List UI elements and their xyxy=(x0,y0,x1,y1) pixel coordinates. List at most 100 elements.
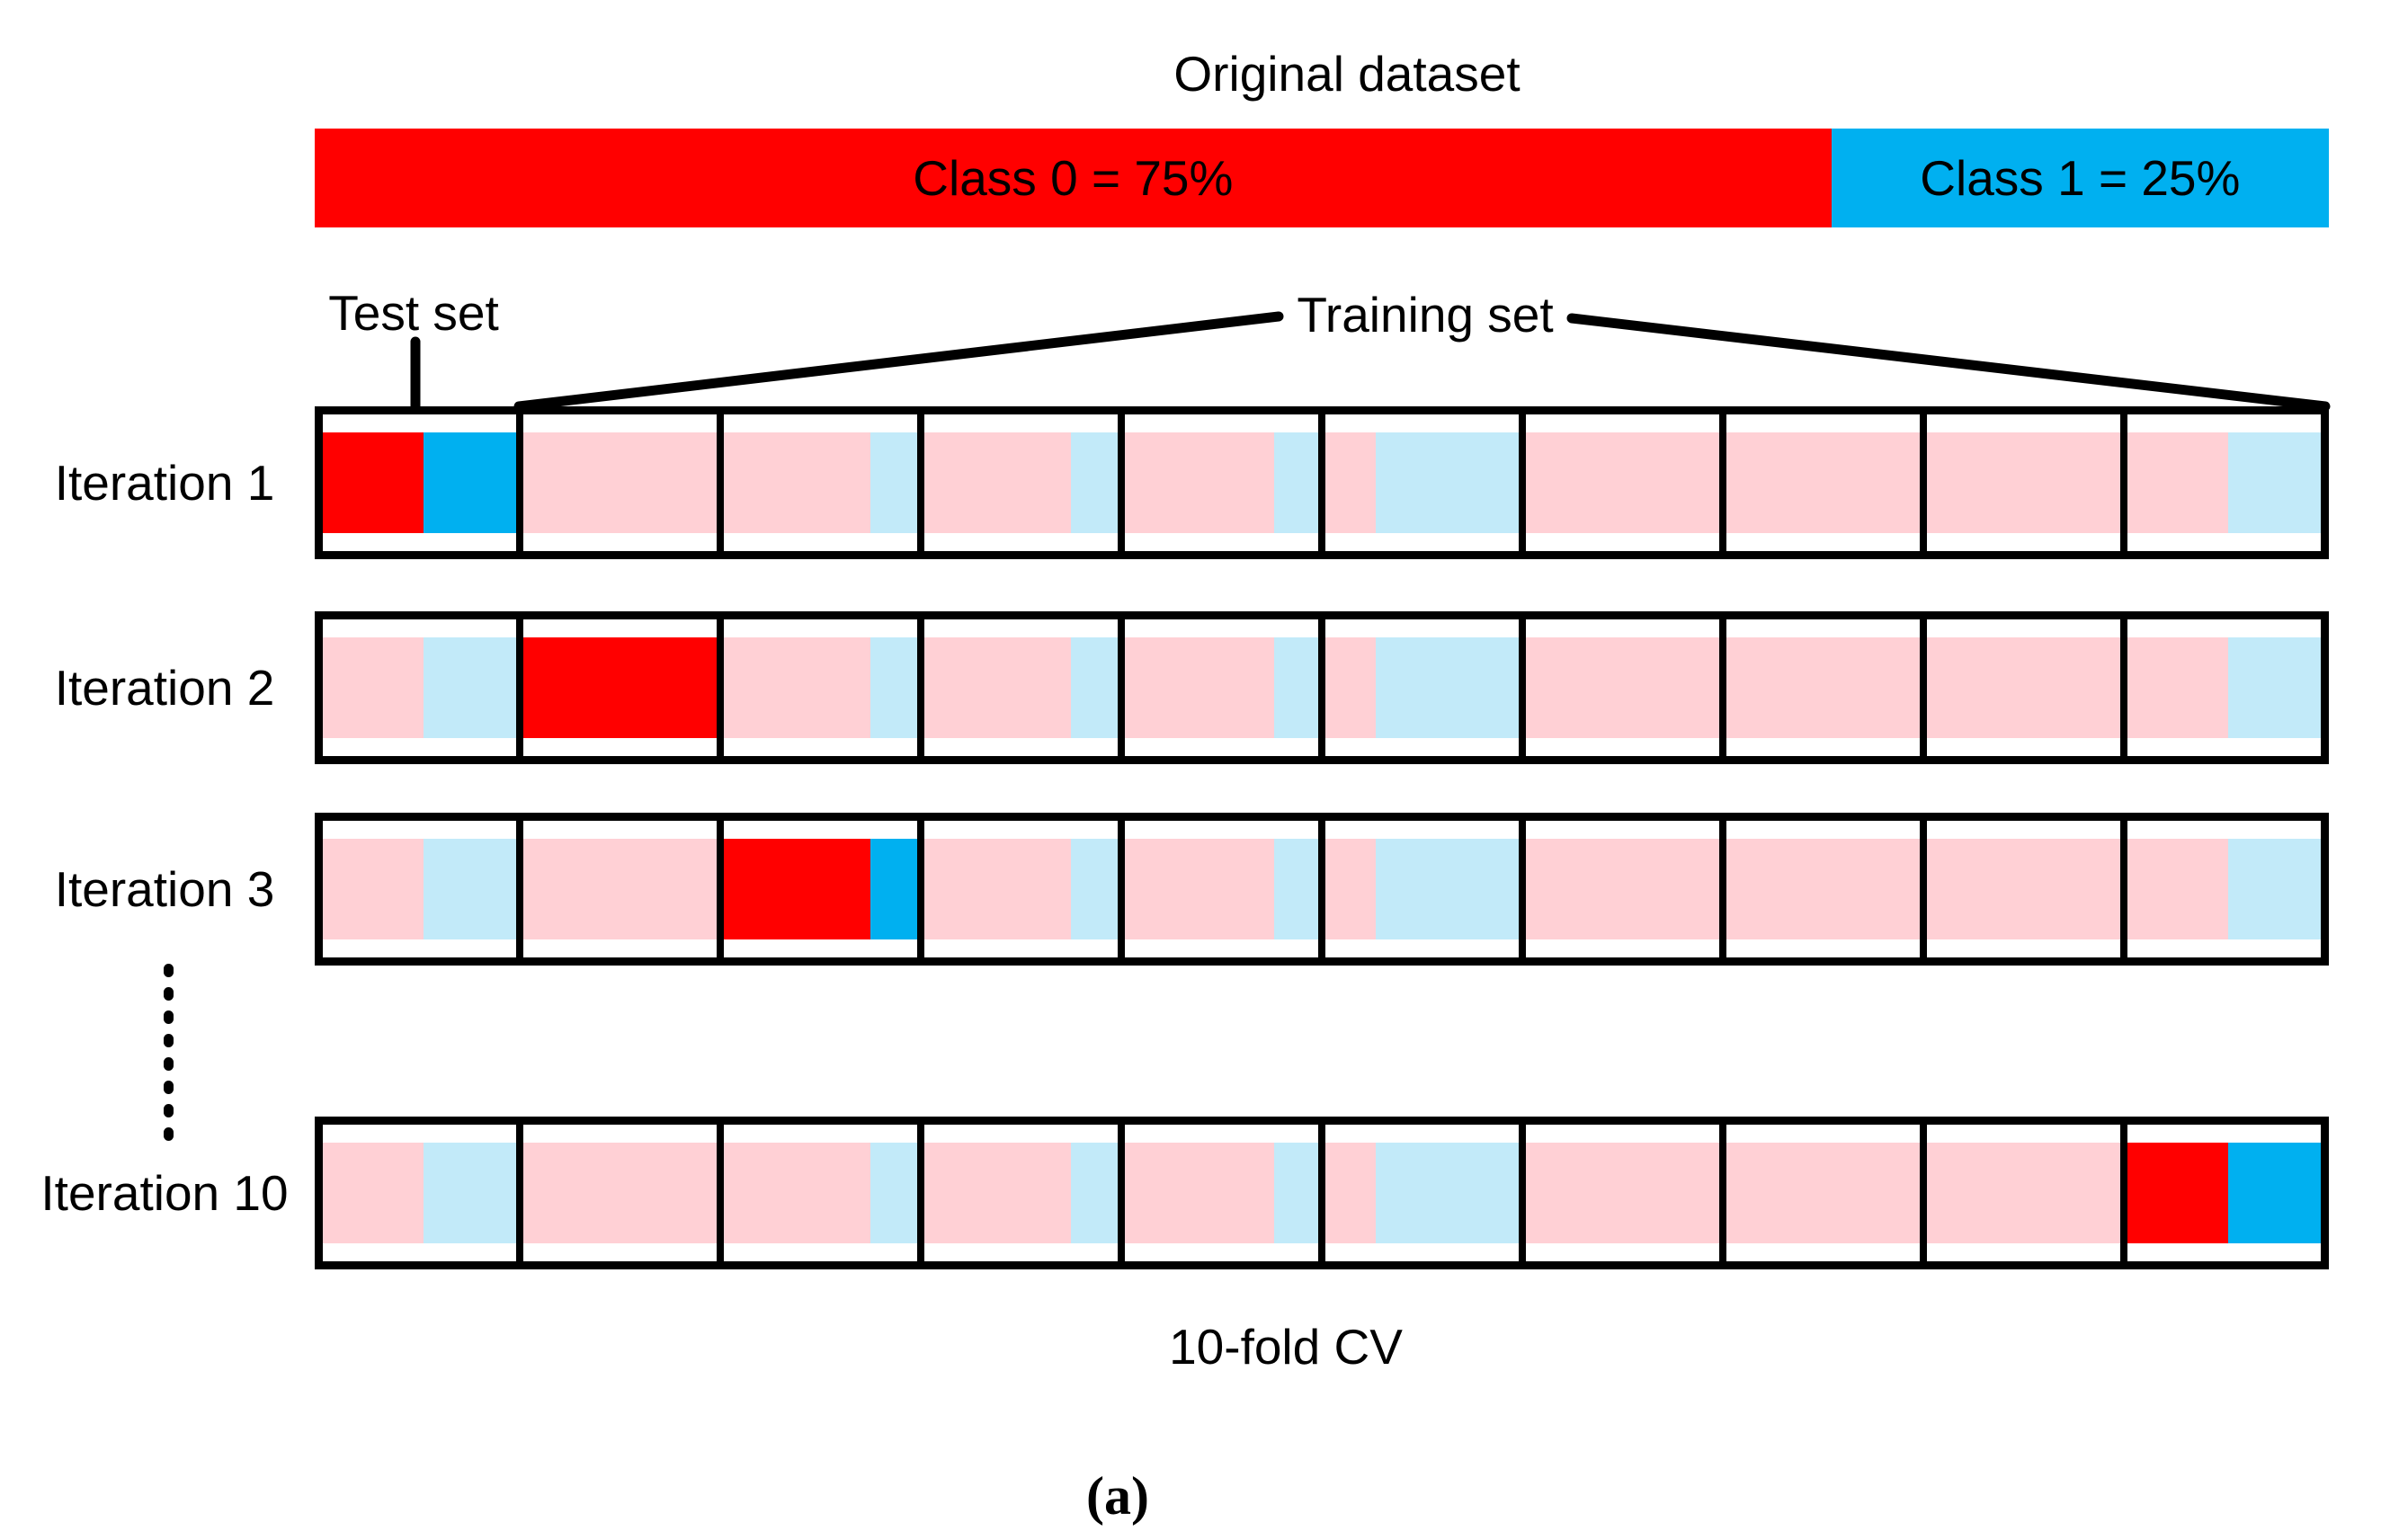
test-set-label: Test set xyxy=(328,285,499,341)
training-fold xyxy=(1325,414,1526,551)
class1-segment xyxy=(423,1143,516,1243)
class0-segment xyxy=(1726,432,1920,533)
class1-segment xyxy=(1375,1143,1519,1243)
fold-class-band xyxy=(1726,839,1920,939)
fold-class-band xyxy=(1526,432,1719,533)
class1-segment xyxy=(870,432,917,533)
training-fold xyxy=(1927,1125,2127,1261)
class1-segment xyxy=(2227,432,2321,533)
class0-segment xyxy=(1726,1143,1920,1243)
ellipsis-dot xyxy=(164,1081,174,1094)
class0-segment xyxy=(1526,1143,1719,1243)
training-fold xyxy=(1125,1125,1325,1261)
fold-class-band xyxy=(724,637,917,738)
training-fold xyxy=(323,821,523,957)
class0-segment xyxy=(1927,839,2120,939)
training-fold xyxy=(523,414,724,551)
class1-segment xyxy=(870,637,917,738)
class0-segment xyxy=(2127,839,2228,939)
class1-segment xyxy=(1071,637,1118,738)
training-set-right-line xyxy=(1566,313,2331,412)
training-fold xyxy=(2127,414,2321,551)
class0-segment xyxy=(1125,637,1274,738)
fold-class-band xyxy=(1325,637,1519,738)
training-fold xyxy=(1325,1125,1526,1261)
fold-class-band xyxy=(523,839,717,939)
class1-segment xyxy=(1375,839,1519,939)
fold-class-band xyxy=(924,637,1118,738)
class0-segment xyxy=(1526,637,1719,738)
training-fold xyxy=(323,619,523,756)
class0-segment xyxy=(1526,839,1719,939)
iteration-label: Iteration 3 xyxy=(54,861,275,917)
training-fold xyxy=(1726,821,1927,957)
training-fold xyxy=(1526,1125,1726,1261)
class0-segment xyxy=(924,432,1072,533)
fold-class-band xyxy=(323,1143,516,1243)
training-fold xyxy=(523,1125,724,1261)
fold-class-band xyxy=(724,432,917,533)
fold-class-band xyxy=(523,637,717,738)
training-fold xyxy=(724,619,924,756)
class0-segment xyxy=(1927,637,2120,738)
class0-segment xyxy=(1526,432,1719,533)
class0-segment xyxy=(1325,432,1376,533)
class0-segment xyxy=(724,432,871,533)
class0-segment xyxy=(924,1143,1072,1243)
class0-segment xyxy=(323,637,424,738)
class0-segment xyxy=(1125,839,1274,939)
training-set-label: Training set xyxy=(1297,287,1554,343)
fold-class-band xyxy=(323,839,516,939)
class0-segment xyxy=(924,637,1072,738)
class0-segment xyxy=(1125,1143,1274,1243)
original-dataset-bar: Class 0 = 75% Class 1 = 25% xyxy=(315,129,2329,227)
training-fold xyxy=(1325,821,1526,957)
ellipsis-dot xyxy=(164,987,174,1001)
training-fold xyxy=(1125,414,1325,551)
test-fold xyxy=(323,414,523,551)
class1-segment xyxy=(1071,1143,1118,1243)
training-fold xyxy=(2127,821,2321,957)
fold-class-band xyxy=(1927,1143,2120,1243)
training-fold xyxy=(724,1125,924,1261)
fold-class-band xyxy=(2127,1143,2321,1243)
class0-segment xyxy=(2127,637,2228,738)
class1-segment xyxy=(1375,637,1519,738)
class1-segment xyxy=(870,839,917,939)
iteration-label: Iteration 10 xyxy=(40,1165,289,1221)
training-fold xyxy=(1526,821,1726,957)
test-fold xyxy=(523,619,724,756)
training-fold xyxy=(924,821,1125,957)
class0-bar-segment: Class 0 = 75% xyxy=(315,129,1832,227)
test-fold xyxy=(724,821,924,957)
class1-bar-label: Class 1 = 25% xyxy=(1920,150,2241,206)
cv-row-iteration-3 xyxy=(315,813,2329,966)
training-fold xyxy=(924,1125,1125,1261)
fold-class-band xyxy=(1927,432,2120,533)
ellipsis-dot xyxy=(164,1057,174,1071)
training-fold xyxy=(323,1125,523,1261)
class0-segment xyxy=(1726,839,1920,939)
training-fold xyxy=(1526,414,1726,551)
class0-segment xyxy=(1325,1143,1376,1243)
iteration-label: Iteration 2 xyxy=(54,660,275,716)
training-fold xyxy=(1927,414,2127,551)
class1-segment xyxy=(1375,432,1519,533)
training-fold xyxy=(1125,821,1325,957)
fold-class-band xyxy=(724,839,917,939)
training-fold xyxy=(924,619,1125,756)
fold-class-band xyxy=(523,1143,717,1243)
fold-class-band xyxy=(323,432,516,533)
class1-segment xyxy=(2227,637,2321,738)
class1-segment xyxy=(423,839,516,939)
class0-segment xyxy=(323,1143,424,1243)
training-fold xyxy=(1726,414,1927,551)
class1-segment xyxy=(1273,1143,1318,1243)
fold-class-band xyxy=(2127,839,2321,939)
fold-class-band xyxy=(1325,839,1519,939)
fold-class-band xyxy=(523,432,717,533)
training-fold xyxy=(2127,619,2321,756)
training-fold xyxy=(1526,619,1726,756)
class0-segment xyxy=(1927,432,2120,533)
